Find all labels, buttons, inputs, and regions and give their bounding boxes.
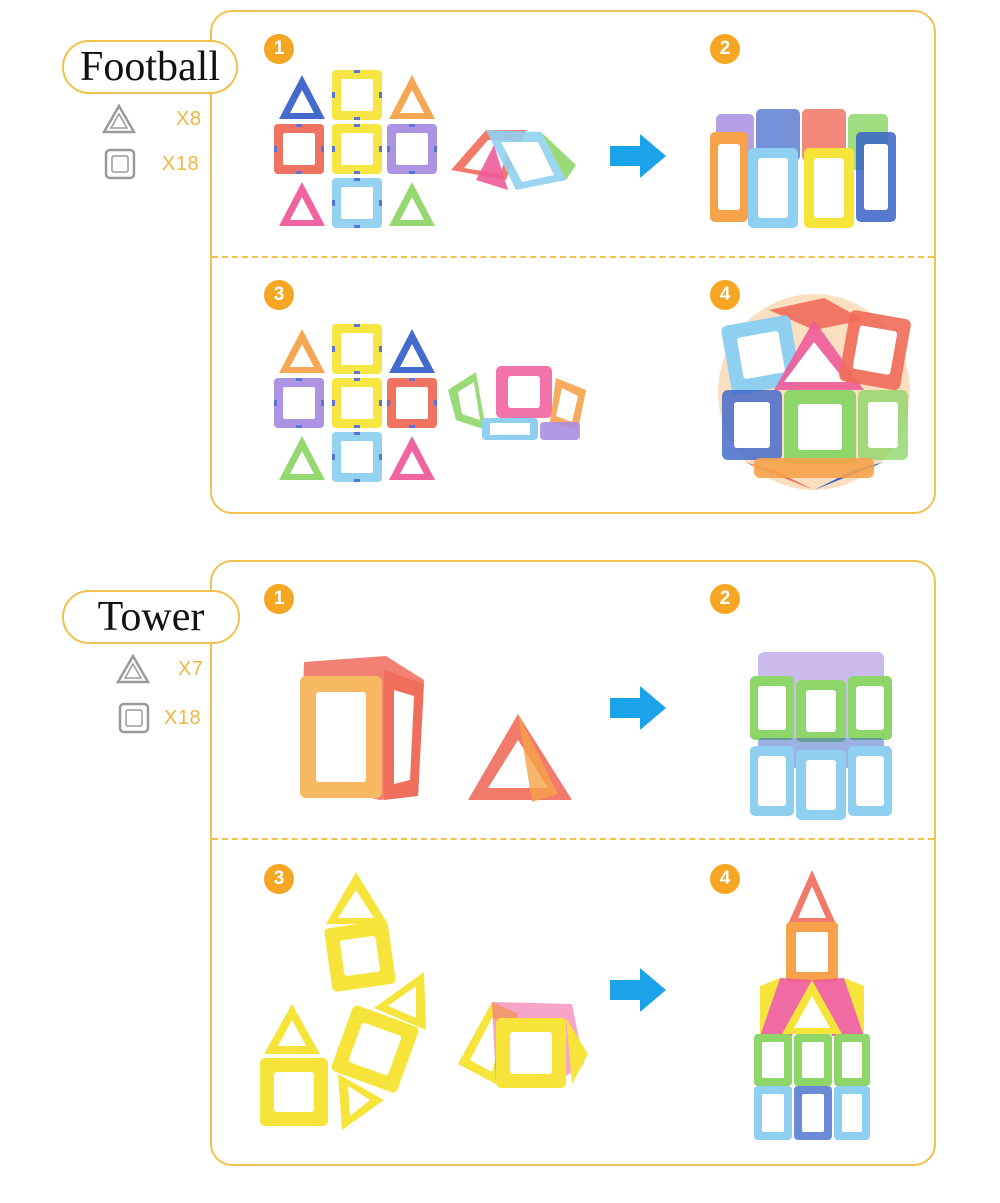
- tower-step-2-badge: 2: [710, 584, 740, 614]
- tower-step-4-tower: [754, 870, 870, 1140]
- tower-legend-square: X18: [118, 702, 201, 734]
- tower-square-count: X18: [164, 706, 202, 729]
- tower-step-3-arrow: [610, 968, 666, 1012]
- football-title: Football: [62, 40, 238, 94]
- football-legend-square: X18: [104, 148, 199, 180]
- tower-step-1-pyramid: [468, 714, 572, 802]
- football-step-1-cap: [451, 130, 576, 190]
- football-step-3-net: [274, 324, 437, 482]
- football-step-3-badge: 3: [264, 280, 294, 310]
- tower-step-3-badge: 3: [264, 864, 294, 894]
- football-step-4-ball: [718, 294, 911, 490]
- football-step-3-ring: [448, 366, 586, 440]
- football-legend-triangle: X8: [102, 104, 201, 134]
- tower-step-2-tower: [750, 652, 892, 820]
- tower-divider: [212, 838, 934, 840]
- football-step-2-badge: 2: [710, 34, 740, 64]
- square-icon: [104, 148, 136, 180]
- football-square-count: X18: [162, 152, 200, 175]
- tower-step-1-badge: 1: [264, 584, 294, 614]
- square-icon: [118, 702, 150, 734]
- football-triangle-count: X8: [176, 107, 202, 130]
- football-divider: [212, 256, 934, 258]
- tower-step-1-arrow: [610, 686, 666, 730]
- football-step-1-net: [274, 70, 437, 228]
- tower-triangle-count: X7: [178, 657, 204, 680]
- tower-step-4-badge: 4: [710, 864, 740, 894]
- tower-step-3-cap: [458, 1002, 588, 1088]
- football-step-4-badge: 4: [710, 280, 740, 310]
- tower-step-3-strip: [260, 872, 426, 1130]
- triangle-icon: [102, 104, 136, 134]
- football-section: Football X8 X18 1 2 3 4: [0, 0, 1000, 530]
- tower-step-1-prism: [300, 656, 424, 800]
- tower-legend-triangle: X7: [116, 654, 203, 684]
- triangle-icon: [116, 654, 150, 684]
- football-step-1-badge: 1: [264, 34, 294, 64]
- tower-title: Tower: [62, 590, 240, 644]
- football-step-1-arrow: [610, 134, 666, 178]
- tower-section: Tower X7 X18 1 2 3 4: [0, 550, 1000, 1190]
- football-step-2-ring: [710, 109, 896, 228]
